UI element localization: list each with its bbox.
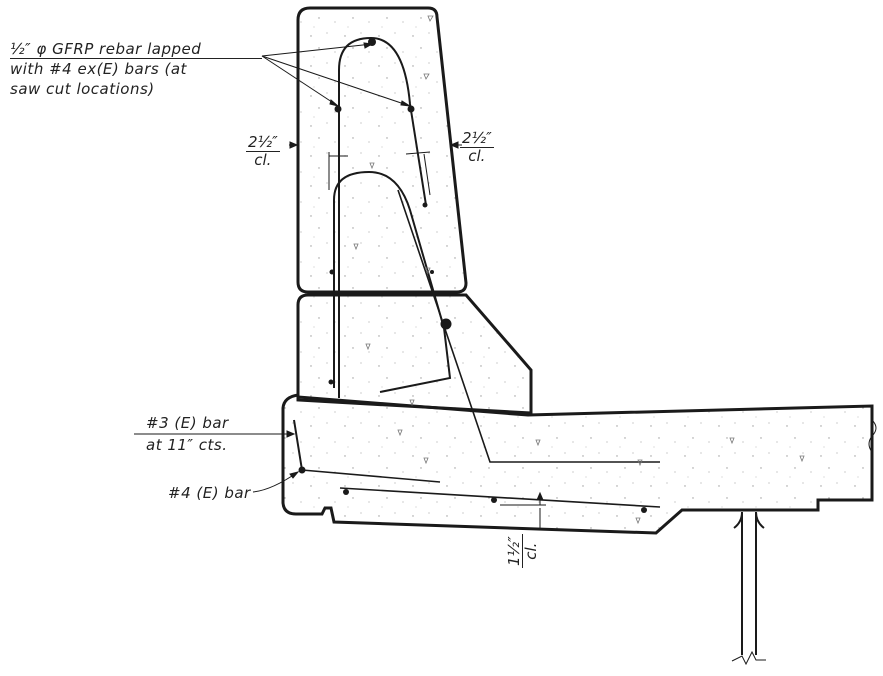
bar-leaders — [134, 430, 300, 493]
bar3-label-line2: at 11″ cts. — [146, 436, 228, 454]
middle-block-outline — [296, 293, 533, 415]
bar4-label: #4 (E) bar — [168, 484, 251, 502]
gfrp-leaders — [261, 42, 411, 107]
bar3-stirrup — [293, 419, 303, 471]
gfrp-hairpin-rebar — [338, 36, 427, 398]
gfrp-label-line1: ½″ φ GFRP rebar lapped — [10, 40, 262, 59]
left-clearance-unit: cl. — [254, 151, 272, 169]
bottom-longitudinal — [339, 487, 661, 508]
diagonal-existing-bar — [397, 189, 660, 463]
right-clearance-dim: 2½″ cl. — [460, 130, 494, 165]
bottom-clearance-unit: cl. — [522, 542, 540, 560]
right-clearance-unit: cl. — [468, 147, 486, 165]
gfrp-label-line3: saw cut locations) — [10, 80, 155, 98]
existing-hairpin-bar — [333, 170, 452, 393]
gfrp-label-line2: with #4 ex(E) bars (at — [10, 60, 187, 78]
bottom-clearance-value: 1½″ — [505, 534, 523, 568]
left-clearance-dim: 2½″ cl. — [246, 134, 280, 169]
girder-break — [731, 650, 766, 666]
deck-slab-outline — [281, 393, 874, 535]
bar3-label-line1: #3 (E) bar — [146, 414, 229, 432]
aggregate-marks — [353, 15, 805, 525]
girder-web — [733, 511, 765, 655]
bottom-clearance-dim: 1½″ cl. — [505, 534, 540, 568]
rebar-dots — [298, 38, 647, 513]
slab-break — [868, 419, 877, 453]
bar4-bottom — [301, 469, 441, 483]
upper-barrier-outline — [296, 6, 468, 294]
clearance-dims — [289, 141, 546, 530]
right-clearance-value: 2½″ — [460, 129, 494, 148]
left-clearance-value: 2½″ — [246, 133, 280, 152]
